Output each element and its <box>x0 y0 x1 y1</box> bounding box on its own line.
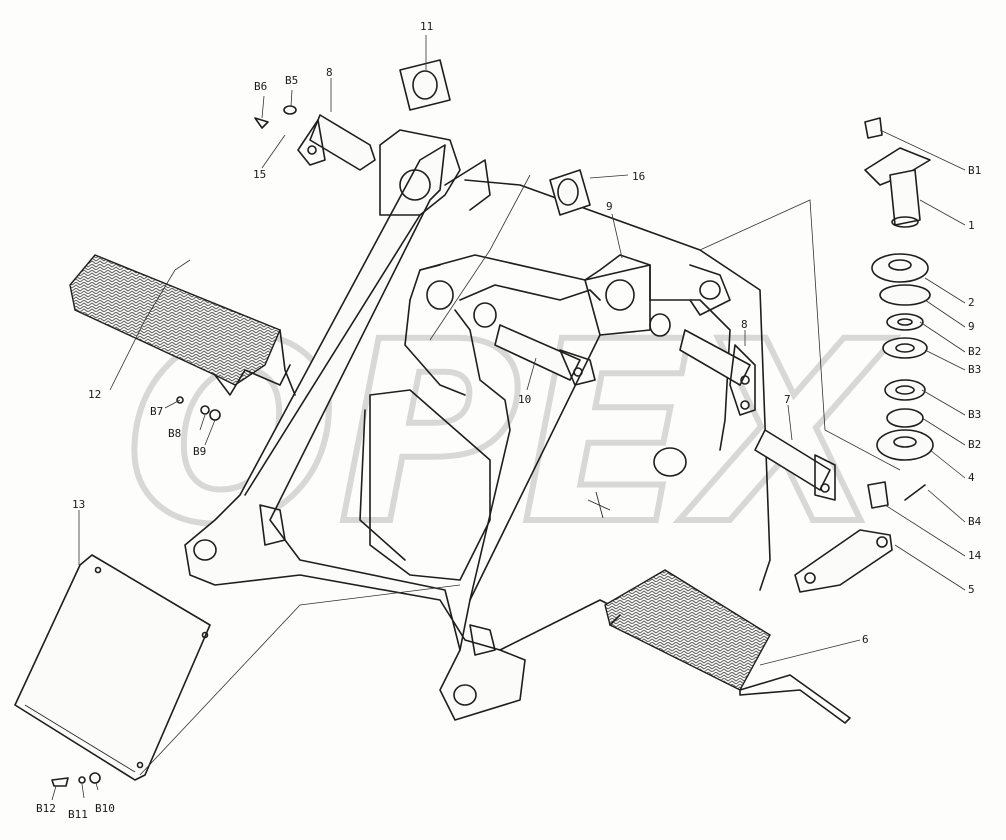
cotter-b4 <box>904 484 926 501</box>
ring-9 <box>879 284 931 306</box>
fastener-b12 <box>51 777 69 787</box>
label-2: 2 <box>968 296 975 309</box>
axle-1 <box>864 147 931 228</box>
fastener-b6 <box>254 117 269 129</box>
pin-8-right <box>679 329 756 416</box>
label-b4: B4 <box>968 515 982 528</box>
washer-b2-bottom <box>886 408 924 428</box>
label-14: 14 <box>968 549 982 562</box>
label-6: 6 <box>862 633 869 646</box>
label-13: 13 <box>72 498 85 511</box>
callout-labels: 11 8 B6 B5 15 16 9 10 8 7 12 B7 B8 B9 13… <box>36 20 982 821</box>
pin-8-top <box>297 114 376 171</box>
label-b10: B10 <box>95 802 115 815</box>
washer-b3-top <box>882 337 928 359</box>
fastener-b10 <box>89 772 101 784</box>
pedal-pad-13 <box>14 554 211 781</box>
label-b6: B6 <box>254 80 267 93</box>
label-b3-top: B3 <box>968 363 981 376</box>
label-b3-bottom: B3 <box>968 408 981 421</box>
label-b12: B12 <box>36 802 56 815</box>
label-1: 1 <box>968 219 975 232</box>
label-b8: B8 <box>168 427 181 440</box>
label-b1: B1 <box>968 164 981 177</box>
label-12: 12 <box>88 388 101 401</box>
label-b11: B11 <box>68 808 88 821</box>
washer-b2-top <box>886 313 924 331</box>
pedal-12 <box>69 254 296 396</box>
main-bracket-frame <box>184 129 771 721</box>
label-15: 15 <box>253 168 266 181</box>
pin-14 <box>867 481 889 509</box>
label-b2-bottom: B2 <box>968 438 981 451</box>
label-16: 16 <box>632 170 645 183</box>
label-10: 10 <box>518 393 531 406</box>
fastener-b5 <box>283 105 297 115</box>
pedal-6 <box>604 569 851 724</box>
label-b9: B9 <box>193 445 206 458</box>
label-8-top: 8 <box>326 66 333 79</box>
washer-11 <box>399 59 451 111</box>
fastener-b8 <box>200 405 210 415</box>
pin-7 <box>754 429 836 501</box>
nut-4 <box>876 429 934 461</box>
label-9: 9 <box>606 200 613 213</box>
label-9b: 9 <box>968 320 975 333</box>
pin-10 <box>494 324 596 386</box>
fastener-b11 <box>78 776 86 784</box>
fastener-b9 <box>209 409 221 421</box>
label-b5: B5 <box>285 74 298 87</box>
label-5: 5 <box>968 583 975 596</box>
label-8-right: 8 <box>741 318 748 331</box>
label-7: 7 <box>784 393 791 406</box>
leader-lines <box>51 35 966 801</box>
label-11: 11 <box>420 20 433 33</box>
lever-5 <box>794 529 893 593</box>
label-4: 4 <box>968 471 975 484</box>
label-b7: B7 <box>150 405 163 418</box>
washer-16 <box>549 169 591 216</box>
washer-b3-bottom <box>884 379 926 401</box>
bushing-2 <box>871 253 929 283</box>
label-b2-top: B2 <box>968 345 981 358</box>
bolt-b1 <box>864 117 883 139</box>
